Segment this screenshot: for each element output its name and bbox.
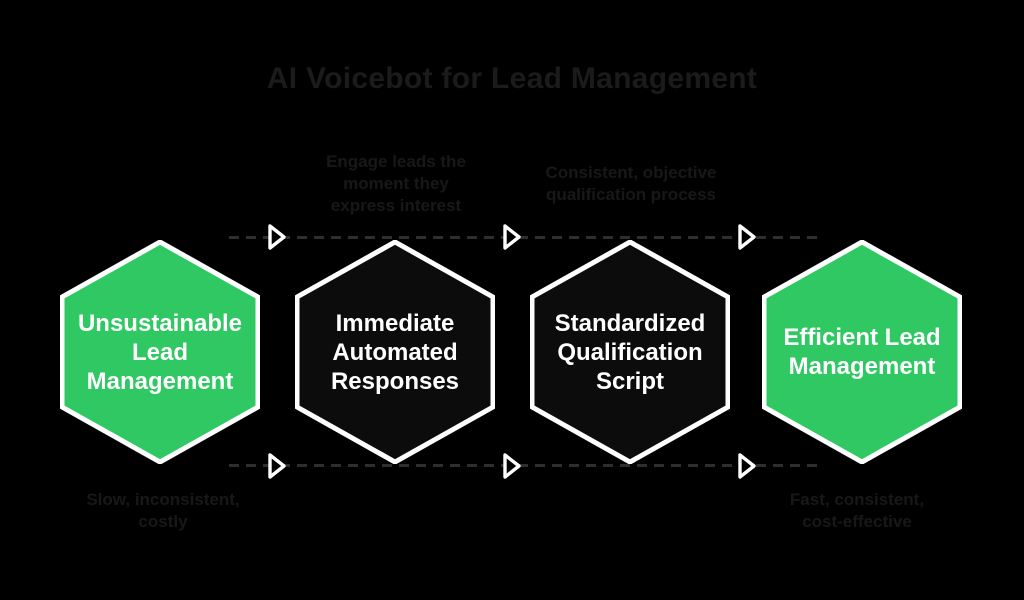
annotation-line: qualification process (545, 185, 717, 204)
hexagon-label: Immediate Automated Responses (295, 240, 495, 464)
hex-label-line: Management (788, 353, 936, 380)
arrow-right-icon (738, 224, 756, 250)
hex-label-line: Efficient Lead (783, 324, 941, 351)
arrow-right-icon (268, 224, 286, 250)
hexagon-shape (762, 240, 962, 464)
annotation-consistent-objective: Consistent, objective qualification proc… (516, 162, 746, 206)
hex-label-line: Lead (131, 338, 188, 366)
dashed-connector-bottom (229, 464, 819, 467)
annotation-line: express interest (330, 196, 462, 215)
dashed-connector-top (229, 236, 819, 239)
annotation-line: Slow, inconsistent, (86, 490, 240, 509)
annotation-line: Fast, consistent, (789, 490, 925, 509)
annotation-slow-inconsistent: Slow, inconsistent, costly (53, 489, 273, 533)
hexagon-label: Efficient Lead Management (762, 240, 962, 464)
arrow-right-icon (503, 224, 521, 250)
hex-label-line: Unsustainable (77, 309, 243, 337)
hexagon-efficient-lead-management: Efficient Lead Management (762, 240, 962, 464)
hexagon-unsustainable-lead-management: Unsustainable Lead Management (60, 240, 260, 464)
annotation-line: moment they (343, 174, 449, 193)
hexagon-standardized-qualification-script: Standardized Qualification Script (530, 240, 730, 464)
hex-label-line: Automated (332, 338, 458, 366)
arrow-right-icon (503, 453, 521, 479)
hex-label-line: Immediate (335, 309, 455, 337)
annotation-fast-consistent: Fast, consistent, cost-effective (747, 489, 967, 533)
hexagon-label: Unsustainable Lead Management (60, 240, 260, 464)
hexagon-shape (295, 240, 495, 464)
hex-label-line: Qualification (557, 338, 703, 366)
arrow-right-icon (738, 453, 756, 479)
hex-label-line: Management (86, 367, 234, 395)
hexagon-immediate-automated-responses: Immediate Automated Responses (295, 240, 495, 464)
annotation-line: Consistent, objective (545, 163, 717, 182)
hexagon-shape (530, 240, 730, 464)
annotation-line: costly (138, 512, 188, 531)
diagram-title: AI Voicebot for Lead Management (266, 62, 758, 95)
annotation-line: cost-effective (802, 512, 912, 531)
arrow-right-icon (268, 453, 286, 479)
hexagon-shape (60, 240, 260, 464)
hex-label-line: Script (595, 367, 664, 395)
hex-label-line: Responses (330, 367, 460, 395)
annotation-engage-leads: Engage leads the moment they express int… (286, 151, 506, 217)
annotation-line: Engage leads the (326, 152, 466, 171)
hex-label-line: Standardized (554, 309, 706, 337)
hexagon-label: Standardized Qualification Script (530, 240, 730, 464)
